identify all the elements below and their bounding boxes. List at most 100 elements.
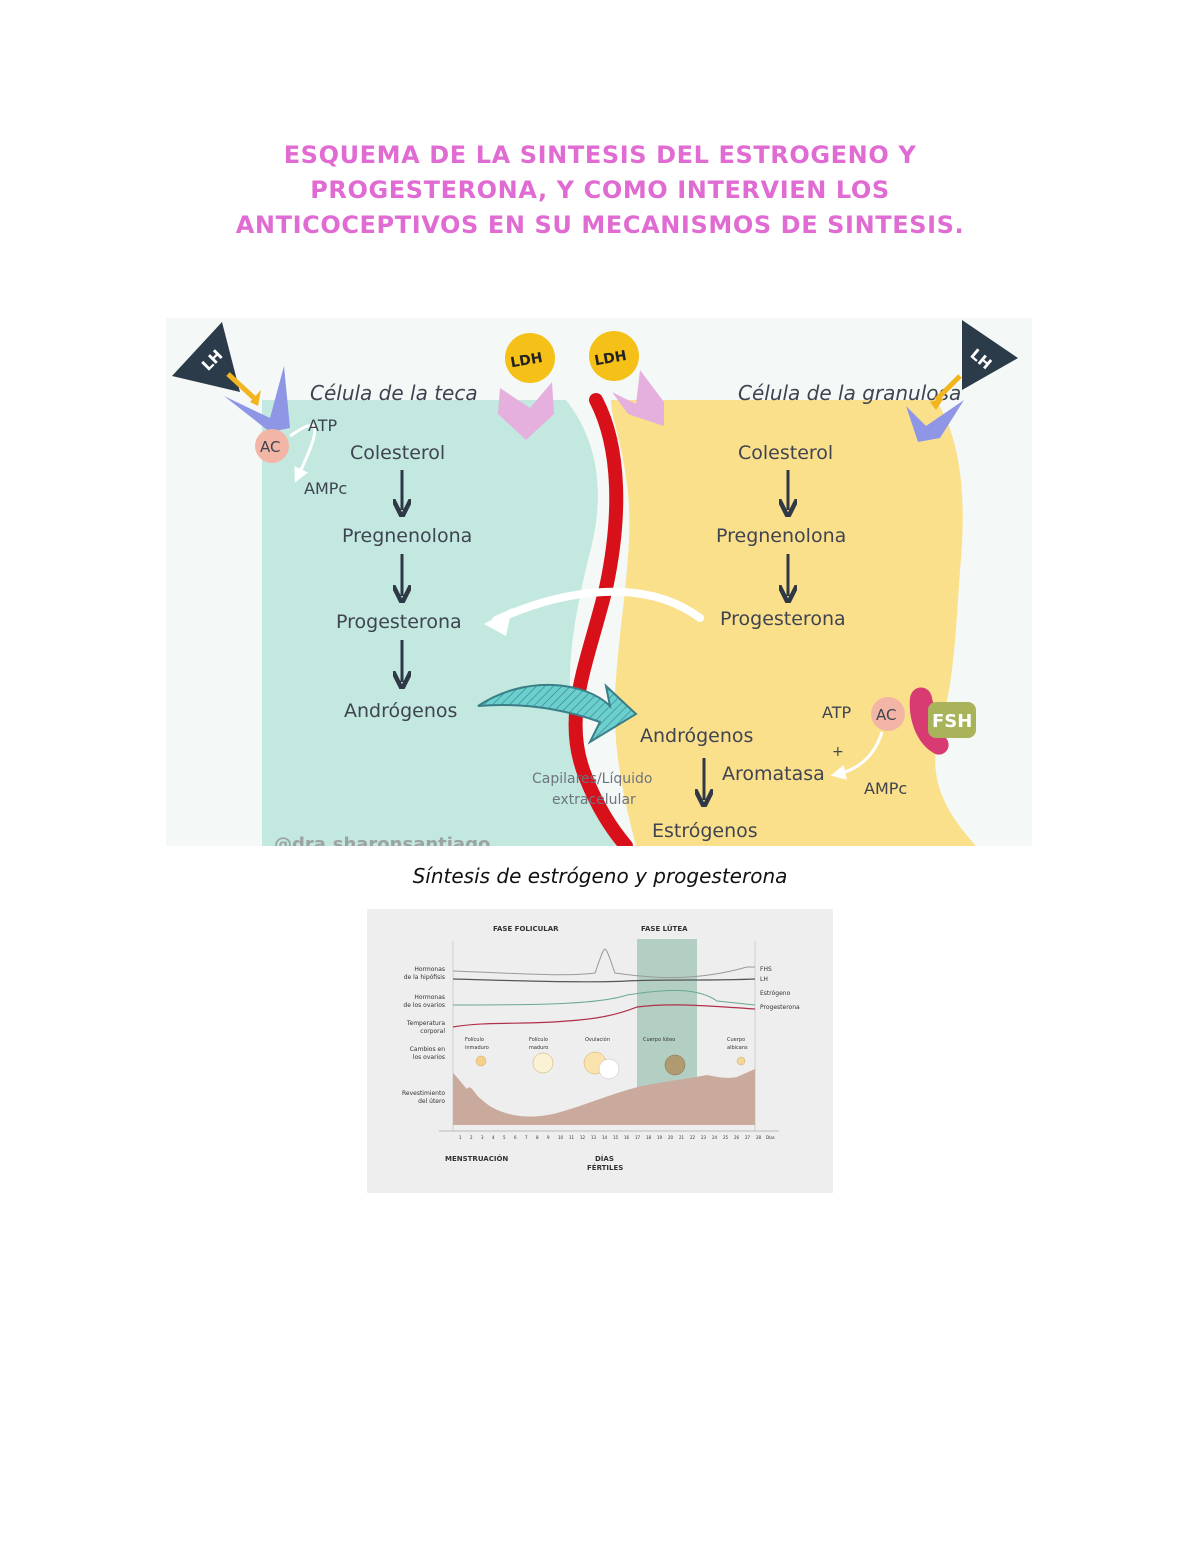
- row-label: los ovarios: [413, 1054, 445, 1061]
- fertile-label: DÍAS: [595, 1154, 614, 1163]
- svg-text:11: 11: [569, 1135, 575, 1140]
- ldh-right-label: LDH: [593, 348, 628, 369]
- legend-estrogen: Estrógeno: [760, 990, 791, 997]
- androgen-transfer-arrow: [477, 683, 638, 745]
- title-line: ANTICOCEPTIVOS EN SU MECANISMOS DE SINTE…: [235, 211, 965, 239]
- estrogen-curve: [452, 989, 756, 1006]
- document-title: ESQUEMA DE LA SINTESIS DEL ESTROGENO Y P…: [0, 138, 1200, 243]
- menstrual-cycle-figure: FASE FOLICULAR FASE LÚTEA Hormonas de la…: [367, 909, 833, 1193]
- svg-text:3: 3: [481, 1135, 484, 1140]
- svg-text:9: 9: [547, 1135, 550, 1140]
- title-line: PROGESTERONA, Y COMO INTERVIEN LOS: [310, 176, 890, 204]
- theca-step: Colesterol: [350, 442, 445, 464]
- legend-progesterone: Progesterona: [760, 1004, 800, 1011]
- lh-curve: [452, 978, 756, 983]
- menstruation-label: MENSTRUACIÓN: [445, 1154, 508, 1163]
- theca-step: Pregnenolona: [342, 525, 472, 547]
- ldh-left-label: LDH: [509, 350, 544, 371]
- figure-caption: Síntesis de estrógeno y progesterona: [412, 864, 788, 888]
- svg-text:28: 28: [756, 1135, 762, 1140]
- svg-text:27: 27: [745, 1135, 751, 1140]
- atp-right-label: ATP: [822, 703, 851, 722]
- svg-text:26: 26: [734, 1135, 740, 1140]
- uterine-lining: [453, 1069, 755, 1125]
- svg-text:24: 24: [712, 1135, 718, 1140]
- svg-text:1: 1: [459, 1135, 462, 1140]
- svg-text:7: 7: [525, 1135, 528, 1140]
- svg-text:4: 4: [492, 1135, 495, 1140]
- svg-text:8: 8: [536, 1135, 539, 1140]
- capillary-line: [568, 393, 633, 846]
- ampc-right-label: AMPc: [864, 779, 907, 798]
- fertile-label: FÉRTILES: [587, 1163, 623, 1172]
- svg-text:10: 10: [558, 1135, 564, 1140]
- svg-text:2: 2: [470, 1135, 473, 1140]
- svg-text:21: 21: [679, 1135, 685, 1140]
- ovary-stage: Cuerpo lúteo: [643, 1036, 675, 1043]
- ovary-stage: Cuerpo: [727, 1037, 745, 1043]
- capillary-label: Capilares/Líquido: [532, 771, 652, 787]
- svg-text:18: 18: [646, 1135, 652, 1140]
- fsh-curve: [452, 948, 755, 979]
- granulosa-step: Progesterona: [720, 608, 846, 630]
- days-unit: Días: [766, 1135, 775, 1140]
- svg-text:17: 17: [635, 1135, 641, 1140]
- svg-text:19: 19: [657, 1135, 663, 1140]
- lh-right-arrow: [934, 374, 962, 402]
- legend-lh: LH: [760, 976, 768, 983]
- aromatase-label: Aromatasa: [722, 763, 825, 785]
- atp-left-label: ATP: [308, 416, 337, 435]
- row-label: de la hipófisis: [404, 974, 445, 981]
- legend-fsh: FHS: [760, 966, 772, 973]
- row-label: Hormonas: [414, 966, 445, 973]
- row-label: Temperatura: [406, 1020, 445, 1027]
- ovary-stage: Ovulación: [585, 1036, 610, 1043]
- theca-cell: [262, 400, 616, 846]
- theca-title: Célula de la teca: [310, 381, 478, 405]
- svg-text:12: 12: [580, 1135, 586, 1140]
- svg-text:22: 22: [690, 1135, 696, 1140]
- ac-right-label: AC: [876, 706, 896, 724]
- svg-text:16: 16: [624, 1135, 630, 1140]
- granulosa-androgens: Andrógenos: [640, 725, 753, 747]
- synthesis-diagram: LH AC ATP AMPc Célula de la teca Célula …: [166, 318, 1032, 846]
- row-label: del útero: [418, 1098, 445, 1105]
- synthesis-diagram-svg: LH AC ATP AMPc Célula de la teca Célula …: [172, 320, 1018, 846]
- ovary-stage: maduro: [529, 1045, 548, 1051]
- ac-right-circle: [871, 697, 905, 731]
- row-label: Revestimiento: [402, 1090, 445, 1097]
- ovary-stage: Folículo: [465, 1036, 484, 1043]
- capillary-label: extracelular: [552, 792, 636, 808]
- ldh-left-receptor: [498, 382, 554, 440]
- granulosa-step: Colesterol: [738, 442, 833, 464]
- row-label: de los ovarios: [403, 1002, 445, 1009]
- svg-text:20: 20: [668, 1135, 674, 1140]
- ovary-stage: inmaduro: [465, 1045, 489, 1051]
- fsh-icon: [928, 702, 976, 738]
- ampc-left-label: AMPc: [304, 479, 347, 498]
- receptor-left-icon: [224, 366, 290, 432]
- row-label: Cambios en: [410, 1046, 446, 1053]
- granulosa-step: Pregnenolona: [716, 525, 846, 547]
- lh-left-arrow: [226, 372, 256, 400]
- svg-text:23: 23: [701, 1135, 707, 1140]
- theca-step: Progesterona: [336, 611, 462, 633]
- receptor-right-icon: [906, 400, 964, 442]
- ac-left-circle: [255, 429, 289, 463]
- progesterone-transfer-arrow: [492, 587, 704, 624]
- phase-luteal: FASE LÚTEA: [641, 924, 688, 933]
- row-label: corporal: [420, 1028, 445, 1035]
- title-line: ESQUEMA DE LA SINTESIS DEL ESTROGENO Y: [283, 141, 917, 169]
- svg-text:5: 5: [503, 1135, 506, 1140]
- theca-step: Andrógenos: [344, 700, 457, 722]
- svg-text:25: 25: [723, 1135, 729, 1140]
- granulosa-title: Célula de la granulosa: [738, 381, 961, 405]
- plus-sign: +: [832, 744, 844, 760]
- svg-text:6: 6: [514, 1135, 517, 1140]
- estrogens-label: Estrógenos: [652, 820, 758, 842]
- granulosa-cell: [611, 400, 976, 846]
- row-label: Hormonas: [414, 994, 445, 1001]
- ldh-right-receptor: [612, 370, 664, 426]
- ldh-left-icon: [505, 333, 555, 383]
- fsh-label: FSH: [932, 711, 972, 732]
